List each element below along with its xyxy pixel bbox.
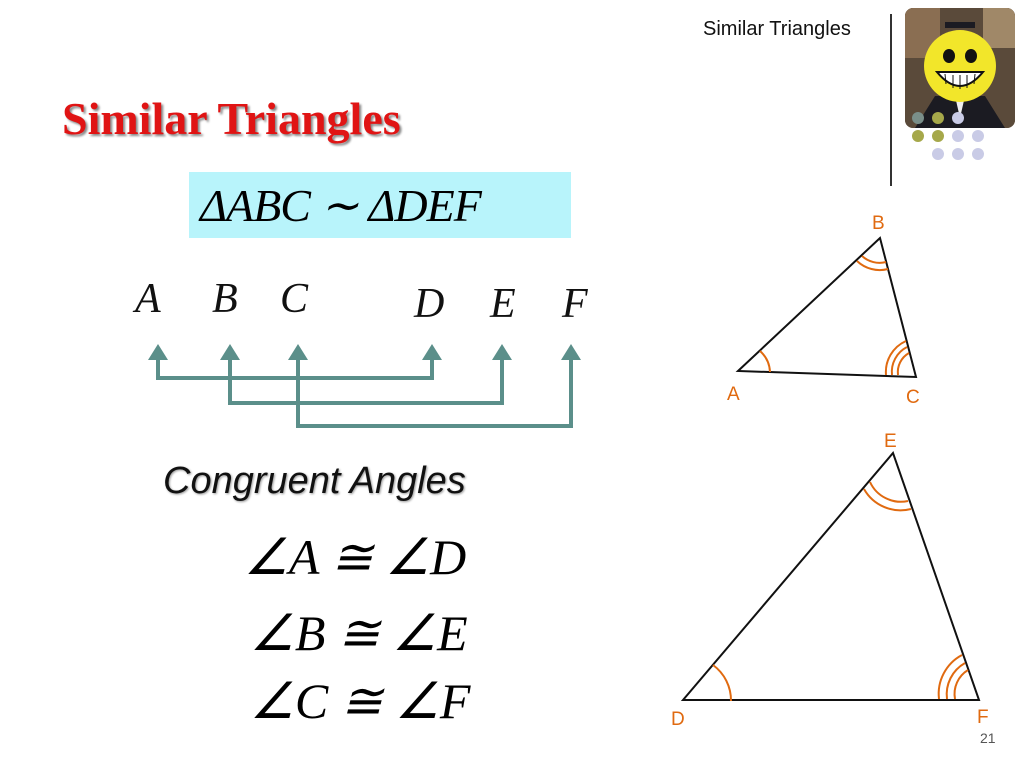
triangle-abc: B A C [727, 213, 920, 408]
vertex-label-e: E [490, 281, 516, 327]
page-number: 21 [980, 730, 996, 746]
angle-f-mark [953, 669, 969, 700]
header-divider [890, 14, 892, 186]
similarity-formula: ΔABC ∼ ΔDEF [200, 180, 482, 231]
angle-c-mark [896, 352, 910, 376]
angle-a-mark [759, 350, 771, 373]
triangle-label-e: E [884, 431, 897, 452]
triangle-label-f: F [977, 707, 989, 725]
vertex-label-a: A [135, 276, 161, 322]
formula-highlight [189, 172, 571, 238]
vertex-label-f: F [562, 281, 588, 327]
smiley-character-icon [905, 8, 1015, 128]
avatar [905, 8, 1015, 128]
slide-title: Similar Triangles [62, 93, 401, 144]
equality-c-f: ∠C ≅ ∠F [250, 673, 471, 729]
triangle-label-b: B [872, 213, 885, 234]
vertex-label-d: D [414, 281, 445, 327]
triangle-def: E D F [671, 431, 989, 725]
angle-d-mark [712, 664, 733, 702]
triangle-label-c: C [906, 387, 920, 408]
triangle-label-d: D [671, 709, 685, 725]
decorative-dots [912, 112, 984, 160]
equality-a-d: ∠A ≅ ∠D [244, 529, 467, 585]
congruent-angles-heading: Congruent Angles [163, 460, 466, 502]
equality-b-e: ∠B ≅ ∠E [250, 605, 468, 661]
vertex-label-b: B [212, 276, 238, 322]
header-title: Similar Triangles [703, 18, 851, 40]
arrow-b-to-e [228, 356, 504, 405]
arrow-a-to-d [156, 356, 434, 380]
triangle-label-a: A [727, 384, 740, 405]
angle-e-mark [869, 481, 909, 503]
angle-b-mark [861, 255, 887, 264]
vertex-label-c: C [280, 276, 309, 322]
arrow-c-to-f [296, 356, 573, 428]
